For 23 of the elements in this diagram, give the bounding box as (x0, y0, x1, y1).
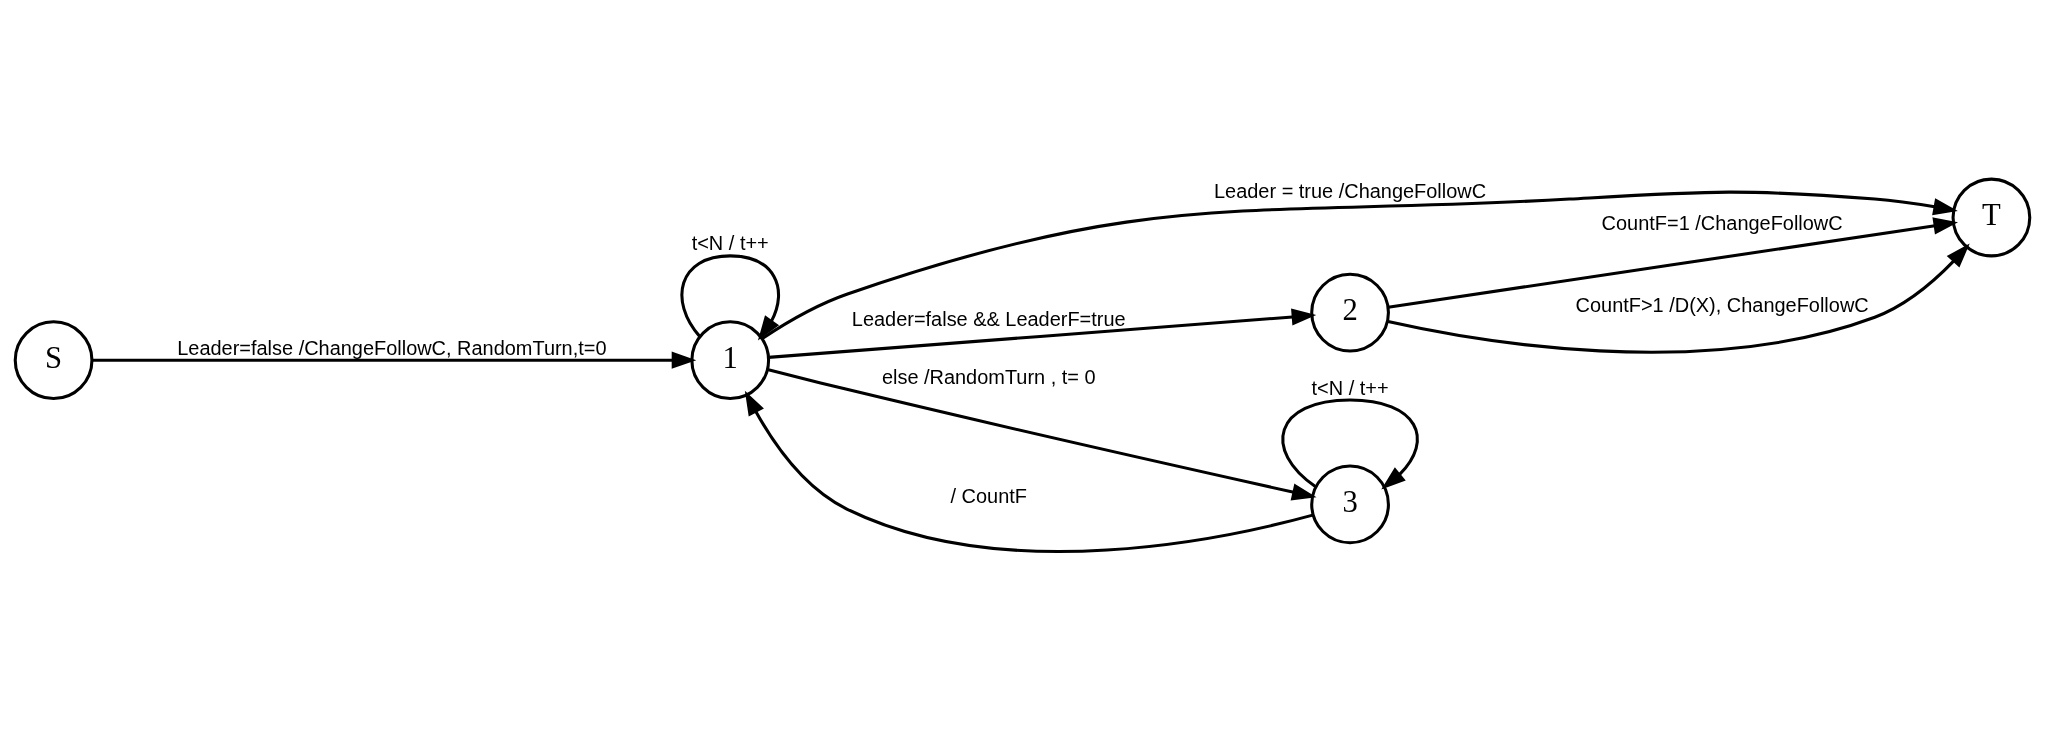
edge-label: CountF>1 /D(X), ChangeFollowC (1575, 293, 1869, 316)
edge-label: t<N / t++ (1311, 376, 1389, 399)
arrow (1387, 243, 1970, 354)
node-circle: 1 (690, 319, 771, 400)
arrow (744, 390, 1314, 553)
edge-label: Leader = true /ChangeFollowC (1214, 179, 1487, 202)
arrow (92, 351, 697, 369)
edge-label: CountF=1 /ChangeFollowC (1601, 211, 1843, 234)
arrow (761, 190, 1958, 340)
arrow (680, 253, 780, 340)
node-circle: 3 (1310, 464, 1390, 544)
arrow (767, 367, 1317, 500)
edge-label: Leader=false && LeaderF=true (851, 307, 1126, 330)
arrow (768, 307, 1317, 359)
edge-label: Leader=false /ChangeFollowC, RandomTurn,t=0 (177, 336, 607, 359)
arrow (1388, 216, 1958, 309)
node-circle: T (1951, 177, 2032, 257)
edge-label: t<N / t++ (691, 231, 769, 254)
edge-label: / CountF (950, 484, 1027, 507)
node-circle: S (13, 319, 94, 400)
arrow (1281, 398, 1419, 489)
node-circle: 2 (1310, 272, 1390, 352)
edge-label: else /RandomTurn , t= 0 (881, 365, 1096, 388)
